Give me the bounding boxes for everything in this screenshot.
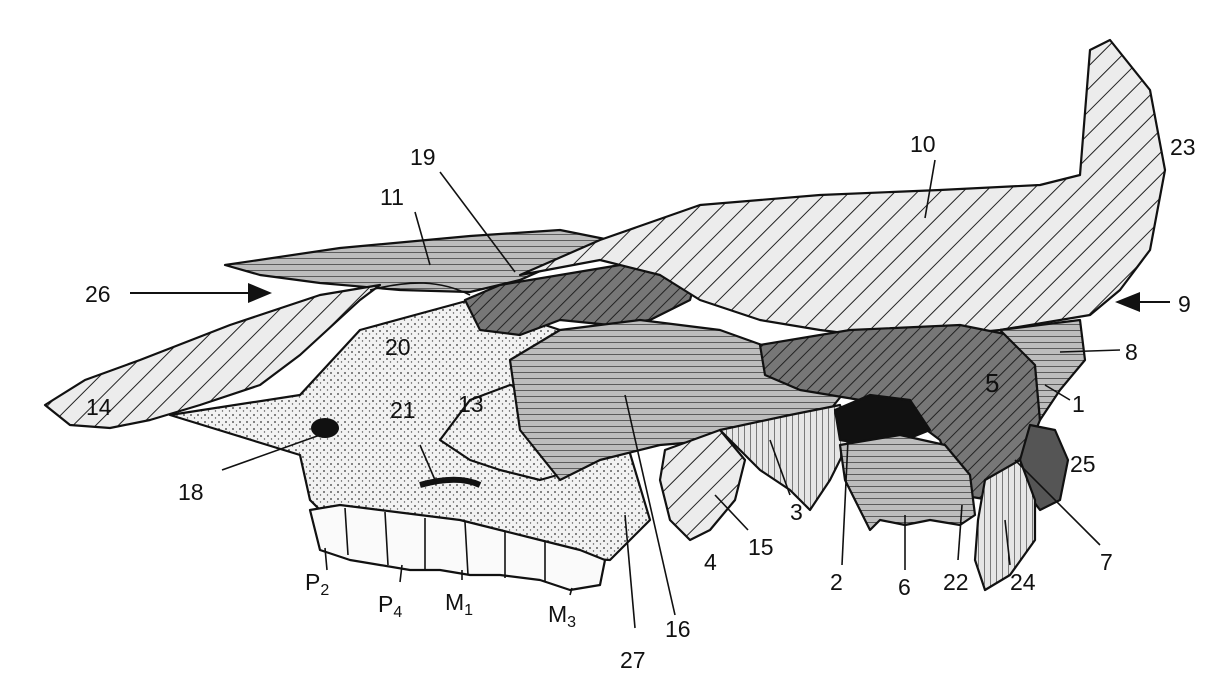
label-21: 21 [390,397,416,423]
tympanic-region [833,393,932,447]
incisive-bone [43,283,382,430]
label-4: 4 [704,549,717,575]
frontal-bone-dark [463,256,702,337]
label-20: 20 [385,334,411,360]
occipital-bone [998,318,1087,422]
label-3: 3 [790,499,803,525]
label-22: 22 [943,569,969,595]
label-9: 9 [1178,291,1191,317]
label-26: 26 [85,281,111,307]
arrow-9 [1115,292,1170,312]
label-2: 2 [830,569,843,595]
label-14: 14 [86,394,112,420]
arrow-26 [130,283,272,303]
tooth-labels: P2 P4 M1 M3 [305,569,576,631]
paracondylar-process [838,433,977,532]
label-11: 11 [380,184,404,210]
label-13: 13 [458,391,484,417]
label-25: 25 [1070,451,1096,477]
tooth-row [308,503,607,592]
label-15: 15 [748,534,774,560]
frontal-bone [518,38,1167,342]
leader-lines [221,159,1121,629]
label-1: 1 [1072,391,1085,417]
nasal-bone [223,228,612,294]
label-P4: P4 [378,591,402,621]
label-M1: M1 [445,589,473,619]
label-10: 10 [910,131,936,157]
palatine-region [658,428,747,542]
label-7: 7 [1100,549,1113,575]
pterygoid-region [718,403,852,512]
facial-crest [419,476,482,488]
label-8: 8 [1125,339,1138,365]
label-18: 18 [178,479,204,505]
label-5: 5 [985,368,999,398]
label-23: 23 [1170,134,1196,160]
labels: 1 2 3 4 5 6 7 8 9 10 11 13 14 15 16 18 1… [85,131,1196,673]
label-24: 24 [1010,569,1036,595]
label-19: 19 [410,144,436,170]
nasal-notch-line [369,282,471,296]
label-M3: M3 [548,601,576,631]
label-P2: P2 [305,569,329,599]
label-16: 16 [665,616,691,642]
label-6: 6 [898,574,911,600]
infraorbital-foramen [311,418,339,438]
label-27: 27 [620,647,646,673]
